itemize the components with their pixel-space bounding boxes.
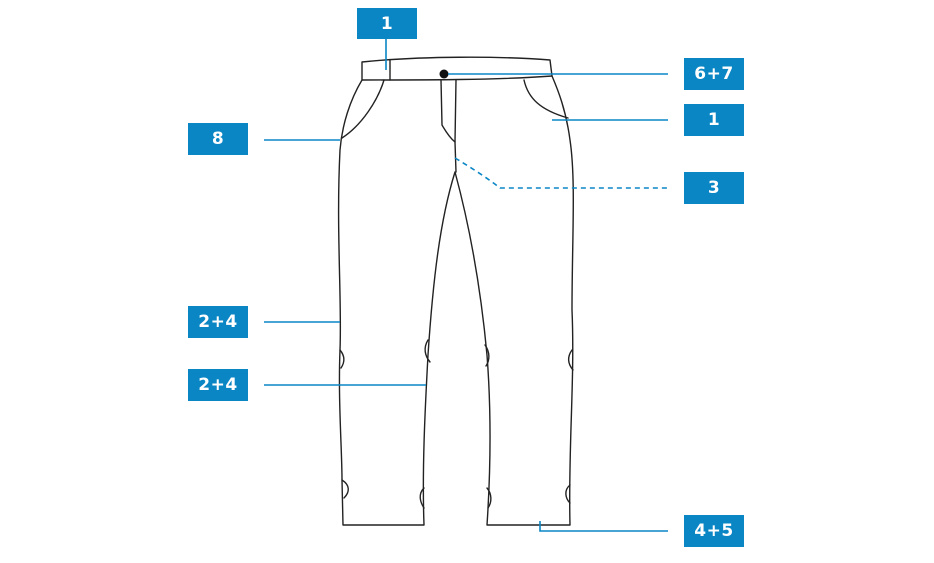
trousers-outline [337,75,575,526]
knee-crease-right-inner [484,344,490,367]
fly-stitch [454,141,457,173]
button-icon [439,69,449,79]
callout-waistband: 1 [357,8,417,39]
fly-outline [440,79,457,143]
callout-pocket: 1 [684,104,744,136]
left-pocket-outline [341,79,385,139]
ankle-crease-left-inner [419,487,425,509]
callout-button: 6+7 [684,58,744,90]
callout-left-seam: 8 [188,123,248,155]
knee-crease-left-inner [424,339,431,363]
ankle-crease-left [341,479,349,499]
right-pocket-outline [523,79,569,119]
leader-crotch [454,157,668,189]
knee-crease-right [568,349,574,371]
leader-hem [539,521,668,532]
callout-crotch: 3 [684,172,744,204]
callout-inner-leg: 2+4 [188,369,248,401]
ankle-crease-right-inner [486,487,492,509]
callout-hem: 4+5 [684,515,744,547]
ankle-crease-right [565,484,571,504]
knee-crease-left [339,349,345,369]
callout-outer-leg: 2+4 [188,306,248,338]
